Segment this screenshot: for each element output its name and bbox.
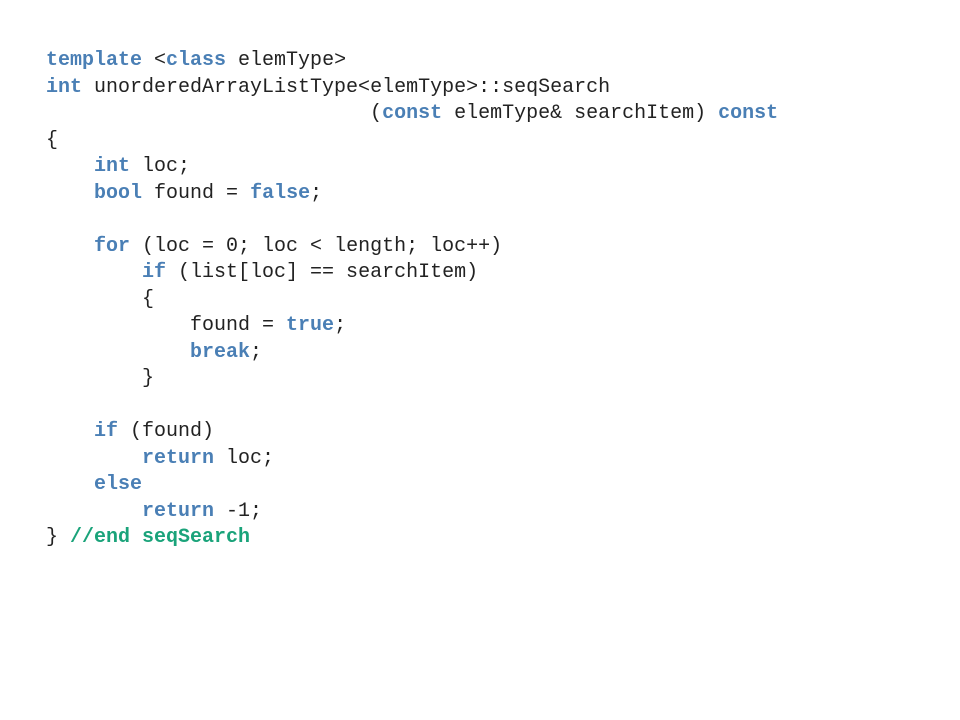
code-line bbox=[46, 207, 778, 234]
code-text: loc; bbox=[214, 446, 275, 470]
code-text: { bbox=[46, 128, 59, 152]
code-line: } bbox=[46, 366, 778, 393]
code-line bbox=[46, 393, 778, 420]
code-keyword: true bbox=[286, 314, 335, 337]
code-keyword: break bbox=[190, 340, 251, 364]
code-keyword: int bbox=[46, 75, 83, 99]
code-text: ; bbox=[334, 314, 347, 337]
code-line: return loc; bbox=[46, 446, 778, 473]
code-keyword: template bbox=[46, 49, 143, 72]
code-text bbox=[46, 500, 142, 523]
code-line: for (loc = 0; loc < length; loc++) bbox=[46, 234, 778, 261]
code-keyword: const bbox=[382, 102, 443, 125]
code-text bbox=[46, 155, 94, 178]
code-text bbox=[46, 261, 142, 284]
code-text bbox=[46, 473, 94, 496]
code-text: unorderedArrayListType<elemType>::seqSea… bbox=[82, 75, 611, 99]
code-text: (found) bbox=[118, 420, 215, 443]
code-text: < bbox=[142, 49, 167, 72]
code-text: -1; bbox=[214, 499, 263, 523]
code-line: if (list[loc] == searchItem) bbox=[46, 260, 778, 287]
code-keyword: const bbox=[718, 102, 779, 125]
code-text: (loc = 0; loc < length; loc++) bbox=[130, 234, 503, 258]
code-text: elemType& searchItem) bbox=[442, 102, 719, 125]
code-text: found = bbox=[142, 181, 251, 205]
code-line: { bbox=[46, 128, 778, 155]
code-line: else bbox=[46, 472, 778, 499]
code-keyword: if bbox=[142, 261, 167, 284]
code-line: bool found = false; bbox=[46, 181, 778, 208]
code-line: if (found) bbox=[46, 419, 778, 446]
code-line: break; bbox=[46, 340, 778, 367]
code-line: found = true; bbox=[46, 313, 778, 340]
code-text bbox=[46, 235, 94, 258]
code-text bbox=[46, 447, 142, 470]
code-line: } //end seqSearch bbox=[46, 525, 778, 552]
code-keyword: return bbox=[142, 446, 215, 470]
code-line: template <class elemType> bbox=[46, 48, 778, 75]
code-comment: //end seqSearch bbox=[70, 526, 251, 549]
code-text: } bbox=[46, 526, 71, 549]
code-text: loc; bbox=[130, 155, 191, 178]
code-keyword: if bbox=[94, 420, 119, 443]
code-text: found = bbox=[46, 314, 287, 337]
code-text: { bbox=[46, 287, 155, 311]
code-keyword: false bbox=[250, 181, 311, 205]
code-text: } bbox=[46, 367, 155, 390]
code-text: ; bbox=[310, 181, 323, 205]
code-listing: template <class elemType>int unorderedAr… bbox=[46, 48, 778, 552]
code-keyword: bool bbox=[94, 181, 143, 205]
code-keyword: return bbox=[142, 499, 215, 523]
code-line: return -1; bbox=[46, 499, 778, 526]
code-keyword: class bbox=[166, 49, 227, 72]
code-text: ( bbox=[46, 102, 383, 125]
code-keyword: int bbox=[94, 155, 131, 178]
code-text: ; bbox=[250, 340, 263, 364]
code-text bbox=[46, 182, 94, 205]
code-line: int unorderedArrayListType<elemType>::se… bbox=[46, 75, 778, 102]
code-line: { bbox=[46, 287, 778, 314]
code-keyword: for bbox=[94, 234, 131, 258]
code-line: (const elemType& searchItem) const bbox=[46, 101, 778, 128]
code-text bbox=[46, 420, 94, 443]
code-line: int loc; bbox=[46, 154, 778, 181]
code-keyword: else bbox=[94, 473, 143, 496]
code-text: (list[loc] == searchItem) bbox=[166, 261, 479, 284]
code-text: elemType> bbox=[226, 49, 347, 72]
code-text bbox=[46, 341, 190, 364]
